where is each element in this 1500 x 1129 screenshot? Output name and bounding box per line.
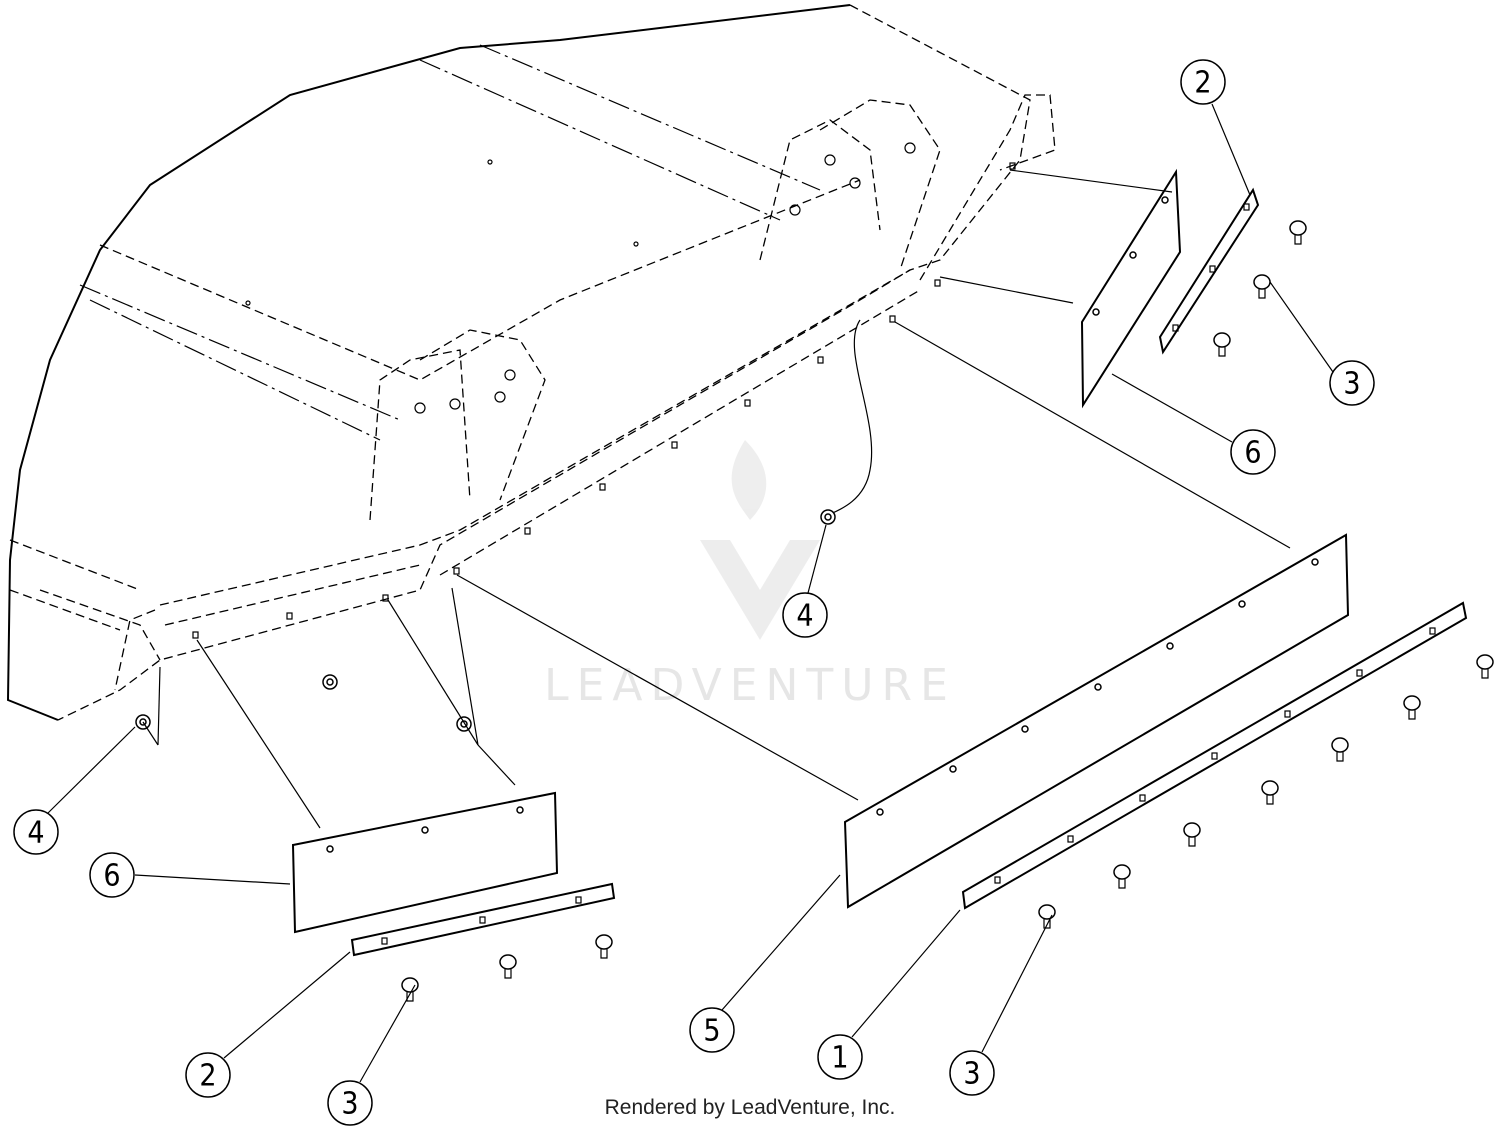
callout-c-5: 5 (689, 1007, 735, 1053)
skirt-slots (192, 162, 1016, 639)
part-2-right-strip (1158, 187, 1260, 355)
carriage-bolt (595, 934, 613, 950)
callout-number: 4 (27, 816, 44, 851)
carriage-bolt (1476, 654, 1494, 670)
bolt-shank (600, 948, 608, 959)
bolt-shank (1294, 234, 1302, 245)
carriage-bolt (1038, 904, 1056, 920)
callout-circle (13, 809, 59, 855)
callout-c-4-mid: 4 (782, 592, 828, 638)
carriage-bolt (499, 954, 517, 970)
bolt-shank (1266, 794, 1274, 805)
callout-circle (817, 1034, 863, 1080)
callout-number: 4 (796, 599, 813, 634)
callout-c-1: 1 (817, 1034, 863, 1080)
part-6-right-shield (1080, 168, 1182, 409)
carriage-bolt (1403, 695, 1421, 711)
footer-credit: Rendered by LeadVenture, Inc. (604, 1096, 896, 1119)
bolt-shank (1408, 709, 1416, 720)
callout-circle (1329, 360, 1375, 406)
carriage-bolt (1289, 220, 1307, 236)
carriage-bolt (1183, 822, 1201, 838)
bolt-shank (1188, 836, 1196, 847)
leadventure-watermark-logo: LEADVENTURE (544, 440, 956, 711)
callout-c-3-bottom-right: 3 (949, 1050, 995, 1096)
callout-c-2-bottom: 2 (185, 1052, 231, 1098)
bolt-shank (1481, 668, 1489, 679)
carriage-bolt (1331, 737, 1349, 753)
bolt-shank (1043, 918, 1051, 929)
bolt-shank (1336, 751, 1344, 762)
mower-deck (6, 4, 1056, 721)
callout-number: 3 (963, 1057, 980, 1092)
callout-number: 6 (1244, 436, 1261, 471)
watermark-text: LEADVENTURE (544, 660, 956, 711)
carriage-bolt (1253, 274, 1271, 290)
callout-number: 6 (103, 859, 120, 894)
bolt-shank (406, 991, 414, 1002)
callout-number: 2 (199, 1059, 216, 1094)
callout-labels: 2 3 6 4 4 6 2 3 5 1 3 (13, 59, 1375, 1126)
callout-circle (327, 1080, 373, 1126)
callout-c-6-left: 6 (89, 852, 135, 898)
callout-c-2-top: 2 (1180, 59, 1226, 105)
bolt-shank (1118, 878, 1126, 889)
callout-number: 3 (1343, 367, 1360, 402)
carriage-bolt (1213, 332, 1231, 348)
callout-circle (89, 852, 135, 898)
carriage-bolt (401, 977, 419, 993)
callout-c-3-right: 3 (1329, 360, 1375, 406)
callout-c-3-bottom-left: 3 (327, 1080, 373, 1126)
callout-circle (1230, 429, 1276, 475)
bolt-3-parts (401, 220, 1494, 1002)
callout-c-6-right: 6 (1230, 429, 1276, 475)
bolt-shank (1218, 346, 1226, 357)
callout-circle (689, 1007, 735, 1053)
part-6-left-shield (291, 791, 559, 934)
part-5-front-shield (843, 533, 1350, 909)
callout-c-4-left: 4 (13, 809, 59, 855)
callout-number: 5 (703, 1014, 720, 1049)
callout-number: 1 (831, 1041, 848, 1076)
callout-circle (185, 1052, 231, 1098)
cable (827, 319, 873, 516)
callout-number: 3 (341, 1087, 358, 1122)
part-1-front-strip (961, 601, 1468, 910)
leader-lines (47, 103, 1334, 1083)
callout-circle (949, 1050, 995, 1096)
callout-circle (1180, 59, 1226, 105)
carriage-bolt (1113, 864, 1131, 880)
bolt-shank (1258, 288, 1266, 299)
callout-number: 2 (1194, 66, 1211, 101)
bolt-shank (504, 968, 512, 979)
part-2-left-strip (350, 882, 616, 957)
carriage-bolt (1261, 780, 1279, 796)
callout-circle (782, 592, 828, 638)
